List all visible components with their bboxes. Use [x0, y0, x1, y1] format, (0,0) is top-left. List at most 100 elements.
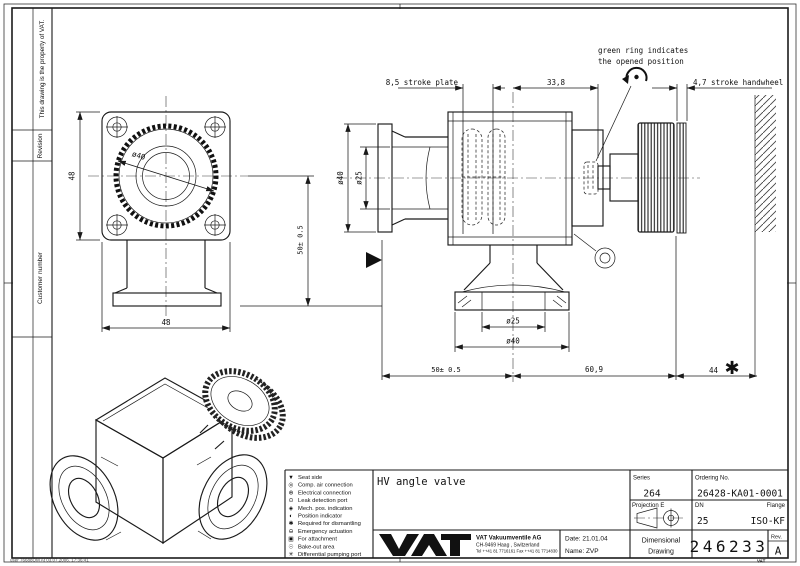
front-view: 48 48 ø40 50± 0.5	[68, 96, 382, 332]
doc-type-line1: Dimensional	[642, 538, 681, 545]
dn-value: 25	[697, 516, 708, 527]
dim-stroke-plate: 8,5 stroke plate	[386, 78, 459, 87]
body-right-face	[162, 413, 233, 545]
attachment-detail	[573, 233, 616, 269]
flange-label: Flange	[767, 503, 786, 509]
handwheel-assembly	[583, 122, 687, 234]
rev-value: A	[775, 545, 782, 558]
attachment-icon: ▣	[288, 537, 293, 543]
dim-face-to-axis: 50± 0.5	[431, 366, 461, 374]
legend-label: Required for dismantling	[298, 521, 361, 527]
legend-label: Electrical connection	[298, 490, 351, 496]
print-stamp: user 76688OM At 03.07.2006, 17:36:41	[10, 558, 89, 563]
green-ring-annotation: green ring indicates the opened position	[595, 46, 688, 162]
right-flange-3d	[196, 454, 268, 540]
left-port	[377, 123, 448, 233]
green-ring-indicator	[583, 161, 599, 195]
dim-bottom-id: ø25	[506, 317, 520, 326]
ordering-no-label: Ordering No.	[695, 476, 730, 482]
legend-label: Position indicator	[298, 514, 342, 520]
diff-pumping-icon: ✳	[289, 551, 294, 558]
left-port-dimensions: ø40 ø25	[336, 123, 390, 233]
front-view-dimensions: 48 48 ø40 50± 0.5	[68, 111, 382, 332]
legend-label: Differential pumping port	[298, 552, 361, 558]
projection-symbol-icon	[634, 507, 686, 529]
bolt-holes	[106, 116, 226, 236]
handwheel-3d	[199, 368, 286, 450]
customer-number-label: Customer number	[37, 251, 44, 304]
dim-port-od: ø40	[336, 171, 345, 185]
legend-label: Comp. air connection	[298, 483, 353, 489]
corner-stamp: VAT	[757, 559, 766, 564]
green-ring-note-line2: the opened position	[598, 57, 684, 66]
legend: ▼ Seat side ◎ Comp. air connection ⊕ Ele…	[284, 470, 361, 558]
valve-body	[447, 111, 604, 246]
ordering-no-value: 26428-KA01-0001	[697, 489, 783, 500]
seat-side-icon: ▼	[288, 475, 294, 481]
series-label: Series	[633, 476, 650, 482]
flange-value: ISO-KF	[751, 516, 786, 527]
dim-stroke-handwheel: 4,7 stroke handwheel	[693, 78, 783, 87]
border-frame: This drawing is the property of VAT. Rev…	[3, 3, 797, 564]
mounting-wall	[754, 95, 776, 377]
dn-label: DN	[695, 503, 704, 509]
electrical-icon: ⊕	[289, 490, 294, 496]
property-note: This drawing is the property of VAT.	[39, 20, 46, 119]
flange-square	[101, 111, 231, 241]
bottom-dimensions: ø25 ø40 50± 0.5 60,9 44 ✱	[381, 236, 758, 380]
rotation-dot	[634, 74, 639, 80]
date-field: Date: 21.01.04	[565, 536, 608, 543]
company-address: CH-9469 Haag , Switzerland	[476, 543, 540, 549]
name-field: Name: ZVP	[565, 548, 599, 555]
doc-type-line2: Drawing	[648, 549, 674, 556]
legend-label: Seat side	[298, 475, 322, 481]
outer-border	[3, 3, 797, 563]
projection-label: Projection E	[632, 503, 664, 509]
bottom-port	[454, 245, 570, 311]
dim-body-length: 33,8	[547, 78, 566, 87]
rev-label: Rev.	[771, 535, 782, 541]
section-view: ø40 ø25	[336, 46, 783, 382]
leader-line	[595, 85, 632, 162]
dim-center-to-face: 50± 0.5	[297, 225, 305, 255]
dim-wheel-to-wall: 44	[709, 366, 719, 375]
isometric-view	[49, 368, 286, 545]
position-indicator-icon: ◐	[289, 514, 293, 520]
dim-width-48: 48	[161, 318, 171, 327]
comp-air-icon: ◎	[288, 483, 293, 489]
mech-pos-icon: ◈	[289, 506, 294, 512]
handwheel-knurl-ring	[113, 123, 219, 229]
dim-bottom-od: ø40	[506, 337, 520, 346]
bake-out-icon: ☉	[288, 543, 293, 550]
drawing-title: HV angle valve	[377, 476, 466, 488]
top-face-bevel	[102, 383, 225, 422]
series-value: 264	[643, 489, 660, 500]
dim-port-id: ø25	[355, 171, 364, 185]
bonnet	[571, 129, 604, 227]
vat-logo	[379, 534, 471, 556]
dim-height-48: 48	[68, 171, 77, 181]
handwheel-knurl	[637, 122, 675, 233]
legend-label: Bake-out area	[298, 544, 335, 550]
rotation-arrowhead	[622, 75, 629, 84]
dim-wheel-dia: ø40	[131, 149, 147, 162]
dismantling-icon: ✱	[289, 520, 294, 527]
green-ring-note-line1: green ring indicates	[598, 46, 688, 55]
top-dimensions: 8,5 stroke plate 33,8 4,7 stroke handwhe…	[386, 78, 783, 234]
left-flange-3d	[49, 455, 122, 541]
legend-label: Mech. pos. indication	[298, 506, 352, 512]
stroke-disc	[676, 122, 687, 234]
legend-label: Leak detection port	[298, 498, 348, 504]
legend-label: For attachment	[298, 537, 337, 543]
seat-side-marker	[366, 252, 382, 268]
dismantle-star-icon: ✱	[724, 358, 739, 378]
company-phone: Tel ++41 81 7716161 Fax ++41 81 7714830	[476, 549, 558, 554]
title-block: HV angle valve Series 264 Ordering No. 2…	[285, 469, 788, 558]
dim-axis-to-wheel: 60,9	[585, 365, 603, 374]
legend-label: Emergency actuation	[298, 529, 352, 535]
company-name: VAT Vakuumventile AG	[476, 536, 542, 542]
revision-label: Revision	[37, 133, 44, 158]
lower-flange-profile	[112, 240, 222, 307]
